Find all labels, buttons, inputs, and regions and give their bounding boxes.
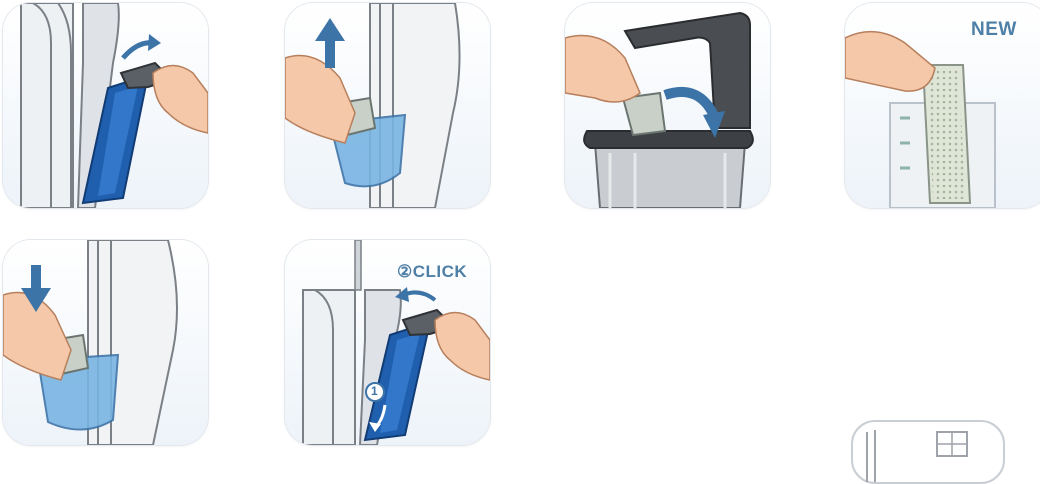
step-2-panel [285, 3, 490, 208]
step-5-illustration [3, 240, 208, 445]
partial-panel [851, 420, 1005, 484]
new-label: NEW [971, 19, 1017, 41]
step-3-panel [565, 3, 770, 208]
click-label: ②CLICK [397, 262, 467, 282]
step-1-illustration [3, 3, 208, 208]
step-3-illustration [565, 3, 770, 208]
step-4-panel: NEW [845, 3, 1040, 208]
step-6-panel: ②CLICK 1 [285, 240, 490, 445]
step-2-illustration [285, 3, 490, 208]
step-1-panel [3, 3, 208, 208]
step-number-1: 1 [371, 384, 378, 398]
partial-illustration [853, 422, 1003, 482]
step-5-panel [3, 240, 208, 445]
